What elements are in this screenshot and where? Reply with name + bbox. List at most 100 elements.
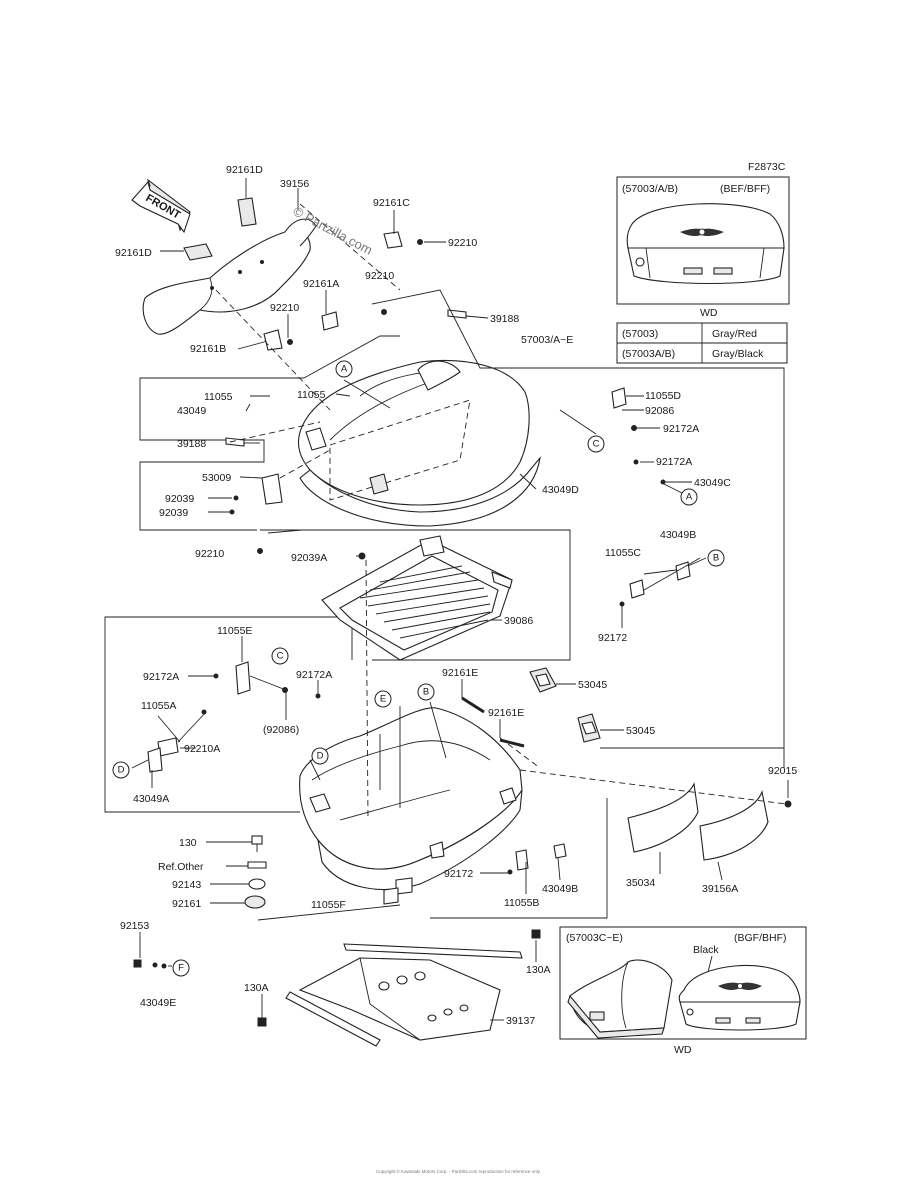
label-43049D: 43049D: [542, 484, 579, 496]
label-92039-a: 92039: [165, 493, 194, 505]
label-92172A-c: 92172A: [143, 671, 179, 683]
label-92161D-top: 92161D: [226, 164, 263, 176]
inset-bottom-caption: WD: [674, 1044, 692, 1056]
label-39188-b: 39188: [177, 438, 206, 450]
callout-A-upper: A: [335, 360, 353, 378]
figure-code: F2873C: [748, 161, 786, 173]
label-92172A-b: 92172A: [656, 456, 692, 468]
label-ref-other: Ref.Other: [158, 861, 204, 873]
inset-bottom-note: Black: [693, 944, 719, 956]
inset-bottom-closed-case: [678, 964, 801, 1031]
part-labels: 92161D 39156 92161C 92210 92161D 92210 9…: [115, 164, 797, 1027]
label-43049A: 43049A: [133, 793, 169, 805]
label-43049B-b: 43049B: [542, 883, 578, 895]
label-11055F: 11055F: [311, 899, 346, 911]
label-92161C: 92161C: [373, 197, 410, 209]
label-43049B-a: 43049B: [660, 529, 696, 541]
callout-D-body: D: [311, 747, 329, 765]
label-92172A-a: 92172A: [663, 423, 699, 435]
callout-D-left: D: [112, 761, 130, 779]
label-39188-a: 39188: [490, 313, 519, 325]
label-92015: 92015: [768, 765, 797, 777]
label-92161E-b: 92161E: [488, 707, 524, 719]
color-table-color-1: Gray/Black: [712, 348, 764, 360]
label-43049: 43049: [177, 405, 206, 417]
svg-text:E: E: [380, 694, 386, 705]
svg-text:F: F: [178, 963, 184, 974]
inset-bottom: (57003C~E) (BGF/BHF) Black WD: [559, 926, 807, 1056]
label-92172-b: 92172: [444, 868, 473, 880]
callout-C-left: C: [271, 647, 289, 665]
svg-text:D: D: [118, 765, 125, 776]
leader-lines: [131, 178, 789, 1021]
backrest-pad: [142, 218, 317, 335]
callout-E-body: E: [374, 690, 392, 708]
label-92161B: 92161B: [190, 343, 226, 355]
side-panel-35034: [627, 782, 699, 853]
label-92153: 92153: [120, 920, 149, 932]
svg-text:A: A: [341, 364, 348, 375]
inset-top-caption: WD: [700, 307, 718, 319]
inset-bottom-header-right: (BGF/BHF): [734, 932, 787, 944]
label-39086: 39086: [504, 615, 533, 627]
label-92161: 92161: [172, 898, 201, 910]
label-92210-a: 92210: [448, 237, 477, 249]
callout-A-right: A: [680, 488, 698, 506]
callout-C-upper: C: [587, 435, 605, 453]
label-92210-c: 92210: [270, 302, 299, 314]
label-39156: 39156: [280, 178, 309, 190]
label-92210A: 92210A: [184, 743, 220, 755]
svg-text:B: B: [713, 553, 719, 564]
label-11055C: 11055C: [605, 547, 641, 559]
label-43049C: 43049C: [694, 477, 731, 489]
label-11055E: 11055E: [217, 625, 252, 637]
inner-tray: [321, 535, 513, 661]
label-11055A: 11055A: [141, 700, 176, 712]
label-92086-a: 92086: [645, 405, 674, 417]
label-11055B: 11055B: [504, 897, 539, 909]
label-92210-d: 92210: [195, 548, 224, 560]
svg-text:D: D: [317, 751, 324, 762]
label-92086-b: (92086): [263, 724, 299, 736]
label-11055-a: 11055: [204, 391, 233, 403]
color-table-color-0: Gray/Red: [712, 328, 757, 340]
carrier-rack: [285, 943, 523, 1047]
label-11055-b: 11055: [297, 389, 326, 401]
callout-B-right: B: [707, 549, 725, 567]
callout-B-body: B: [417, 683, 435, 701]
label-92161D-left: 92161D: [115, 247, 152, 259]
label-130A-a: 130A: [526, 964, 551, 976]
label-130: 130: [179, 837, 197, 849]
label-130A-b: 130A: [244, 982, 269, 994]
inset-bottom-header-left: (57003C~E): [566, 932, 623, 944]
label-53009: 53009: [202, 472, 231, 484]
label-92172-a: 92172: [598, 632, 627, 644]
svg-text:A: A: [686, 492, 693, 503]
label-35034: 35034: [626, 877, 655, 889]
front-arrow: FRONT: [131, 178, 191, 234]
callout-F: F: [172, 959, 190, 977]
inset-top-header-right: (BEF/BFF): [720, 183, 770, 195]
latch-53045-a: [529, 667, 557, 693]
group-frames: [104, 367, 785, 921]
label-92039A: 92039A: [291, 552, 327, 564]
label-57003: 57003/A~E: [521, 334, 573, 346]
latch-53045-b: [577, 713, 601, 743]
label-92161E-a: 92161E: [442, 667, 478, 679]
inset-top-case: [626, 203, 785, 285]
label-53045-b: 53045: [626, 725, 655, 737]
svg-text:C: C: [593, 439, 600, 450]
hardware: [133, 231, 792, 1027]
label-53045-a: 53045: [578, 679, 607, 691]
cushion-92161D-top: [237, 197, 257, 227]
label-92161A: 92161A: [303, 278, 339, 290]
svg-text:C: C: [277, 651, 284, 662]
inset-bottom-open-case: [567, 959, 673, 1039]
footer-copyright: Copyright © Kawasaki Motors Corp. - Part…: [376, 1168, 541, 1174]
label-92143: 92143: [172, 879, 201, 891]
topcase-lid: [297, 359, 541, 527]
callout-circles: A C A B C E B D: [112, 360, 725, 977]
label-39137: 39137: [506, 1015, 535, 1027]
side-panel-39156A: [699, 790, 769, 861]
